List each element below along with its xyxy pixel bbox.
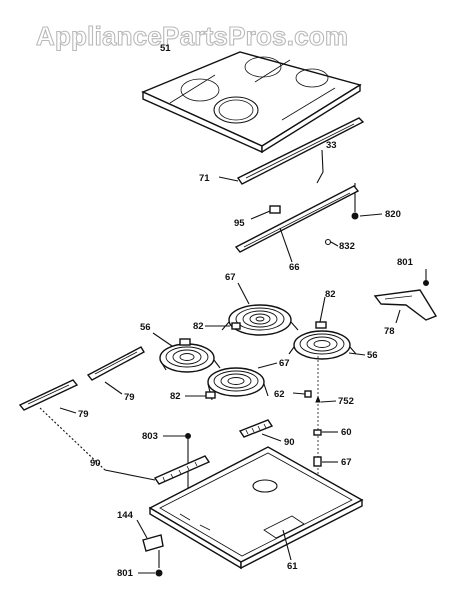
label-82-right: 82 — [325, 289, 336, 300]
label-61: 61 — [287, 561, 298, 572]
label-56-left: 56 — [140, 322, 151, 333]
trim-strip-79-left — [18, 379, 79, 411]
label-90-left: 90 — [90, 458, 101, 469]
label-801-top: 801 — [397, 257, 414, 268]
part-752 — [315, 395, 321, 403]
watermark-text: AppliancePartsPros.com — [36, 21, 348, 51]
glass-cooktop-part — [141, 51, 362, 154]
part-67-clip — [313, 456, 322, 467]
label-66: 66 — [289, 262, 300, 273]
label-144: 144 — [117, 510, 134, 521]
surface-element-56-right — [288, 321, 357, 360]
label-60: 60 — [341, 427, 352, 438]
bottom-pan-61 — [148, 446, 364, 570]
trim-strip-79-right — [86, 346, 145, 381]
label-67-clip: 67 — [341, 457, 352, 468]
surface-element-56-left — [159, 338, 221, 373]
label-79-right: 79 — [124, 392, 135, 403]
label-51: 51 — [160, 43, 171, 54]
clip-832 — [324, 238, 332, 246]
label-82-front: 82 — [170, 391, 181, 402]
label-801-bottom: 801 — [117, 568, 134, 579]
screw-801-top — [423, 280, 429, 286]
surface-element-67-front — [205, 367, 269, 401]
label-33: 33 — [326, 140, 337, 151]
label-95: 95 — [234, 218, 245, 229]
part-62 — [304, 390, 312, 398]
label-71: 71 — [199, 173, 210, 184]
part-60 — [313, 429, 322, 436]
label-832: 832 — [339, 241, 355, 252]
label-67-rear: 67 — [225, 272, 236, 283]
bracket-66 — [234, 185, 360, 253]
label-67-front: 67 — [279, 358, 290, 369]
screw-801-bottom — [155, 569, 163, 577]
surface-element-67-rear — [221, 304, 299, 336]
label-82-rear: 82 — [193, 321, 204, 332]
label-820: 820 — [385, 209, 401, 220]
screw-803 — [185, 433, 191, 439]
terminal-block-90-right — [238, 419, 274, 438]
trim-strip-71 — [236, 117, 365, 185]
label-79-left: 79 — [78, 409, 89, 420]
label-62: 62 — [274, 389, 285, 400]
terminal-block-90-left — [153, 455, 211, 485]
wire-33 — [316, 149, 324, 184]
label-752: 752 — [338, 396, 354, 407]
label-78: 78 — [384, 326, 395, 337]
bracket-78 — [373, 289, 438, 321]
bracket-144 — [142, 534, 164, 552]
label-90-right: 90 — [284, 437, 295, 448]
label-56-right: 56 — [367, 350, 378, 361]
label-803: 803 — [142, 431, 158, 442]
